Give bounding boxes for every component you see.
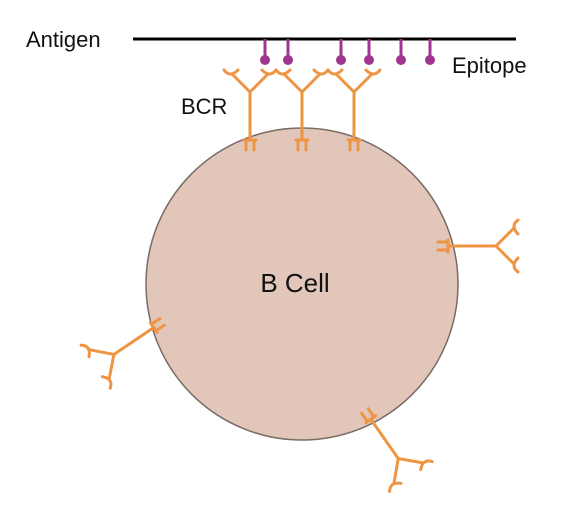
epitopes (260, 39, 435, 65)
b-cell-label: B Cell (260, 268, 329, 298)
epitope (260, 39, 270, 65)
epitope (336, 39, 346, 65)
antigen-label: Antigen (26, 27, 101, 52)
epitope-label: Epitope (452, 53, 527, 78)
epitope (396, 39, 406, 65)
epitope (364, 39, 374, 65)
epitope (425, 39, 435, 65)
bcr-label: BCR (181, 94, 227, 119)
epitope (283, 39, 293, 65)
